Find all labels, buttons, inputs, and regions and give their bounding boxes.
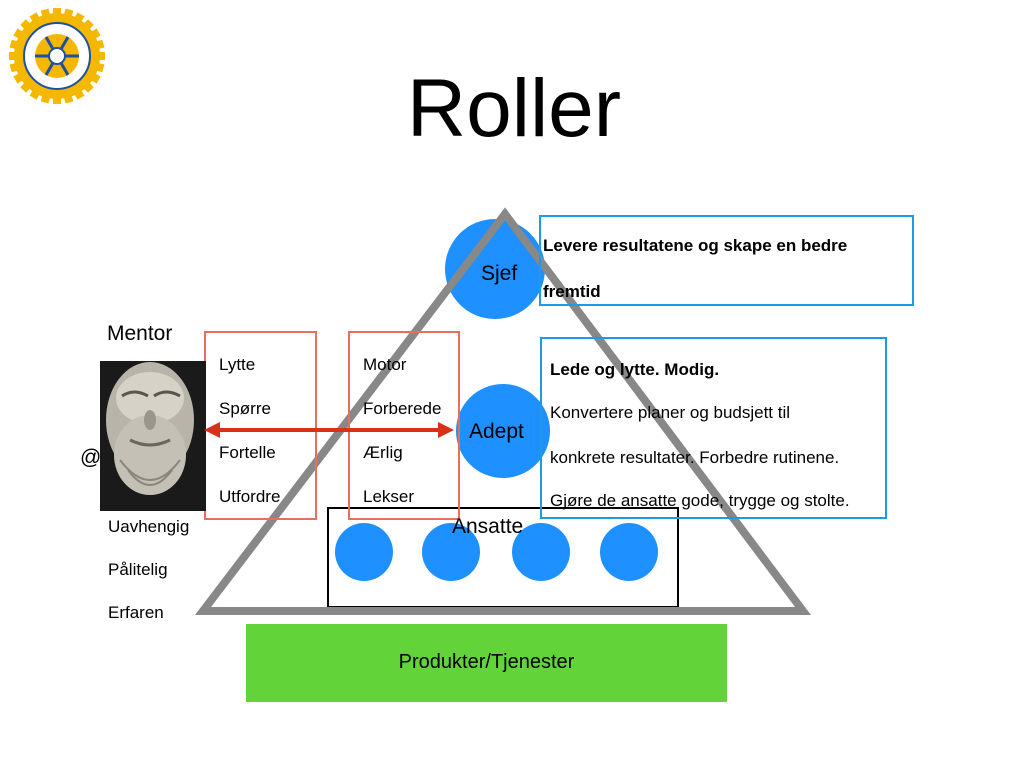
adept-note-line4: Gjøre de ansatte gode, trygge og stolte. — [550, 491, 850, 510]
right-column-item: Ærlig — [363, 443, 403, 462]
products-services-base: Produkter/Tjenester — [246, 624, 727, 702]
products-services-label: Produkter/Tjenester — [398, 651, 575, 673]
employee-circle — [512, 523, 570, 581]
at-symbol: @ — [80, 446, 102, 469]
chief-note-line1: Levere resultatene og skape en bedre — [543, 236, 848, 255]
right-column-item: Lekser — [363, 487, 415, 506]
right-column-item: Motor — [363, 355, 407, 374]
adept-note-box — [540, 337, 887, 519]
pyramid-triangle — [194, 207, 812, 615]
employees-label: Ansatte — [452, 515, 524, 538]
employee-circle — [422, 523, 480, 581]
chief-note-box — [539, 215, 914, 306]
slide-title: Roller — [406, 63, 622, 154]
double-arrow — [204, 422, 454, 438]
left-column-item: Spørre — [219, 399, 271, 418]
left-column-item: Fortelle — [219, 443, 276, 462]
quality-independent: Uavhengig — [108, 517, 190, 536]
right-column-box — [348, 331, 460, 520]
adept-note-line2: Konvertere planer og budsjett til — [550, 403, 791, 422]
employee-circle — [600, 523, 658, 581]
mentor-heading: Mentor — [107, 322, 173, 345]
adept-label: Adept — [469, 420, 524, 443]
left-column-item: Utfordre — [219, 487, 281, 506]
adept-note-line3: konkrete resultater. Forbedre rutinene. — [550, 448, 840, 467]
left-column-item: Lytte — [219, 355, 256, 374]
quality-reliable: Pålitelig — [108, 560, 168, 579]
chief-label: Sjef — [481, 262, 518, 285]
chief-note-line2: fremtid — [543, 282, 601, 301]
employee-circle — [335, 523, 393, 581]
adept-circle — [456, 384, 550, 478]
socrates-bust-image — [100, 361, 206, 511]
quality-experienced: Erfaren — [108, 603, 164, 622]
chief-circle — [445, 219, 545, 319]
rotary-logo — [9, 8, 105, 104]
adept-note-line1: Lede og lytte. Modig. — [550, 360, 720, 379]
right-column-item: Forberede — [363, 399, 442, 418]
